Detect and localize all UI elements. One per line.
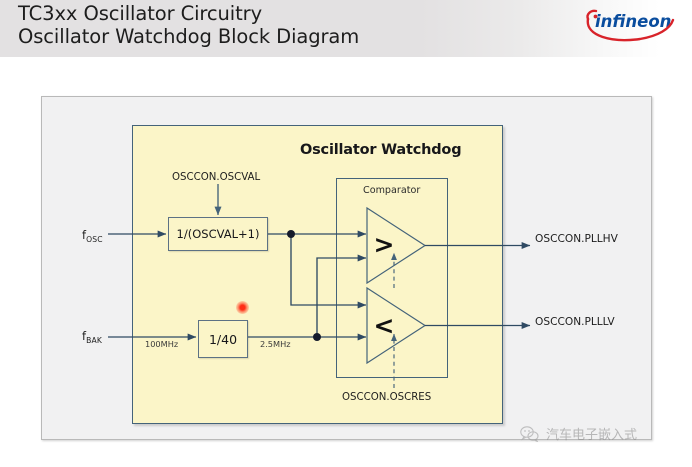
label-osccon-oscval: OSCCON.OSCVAL <box>172 172 261 183</box>
page-header: TC3xx Oscillator Circuitry Oscillator Wa… <box>0 0 692 57</box>
label-freq-divided: 2.5MHz <box>260 339 291 349</box>
wechat-icon <box>520 425 539 442</box>
label-fbak: fBAK <box>82 329 103 345</box>
fbak-base: f <box>82 329 87 343</box>
watermark: 汽车电子嵌入式 <box>520 424 637 443</box>
title-line-2: Oscillator Watchdog Block Diagram <box>18 25 360 48</box>
label-fosc: fOSC <box>82 228 103 244</box>
block-divider-oscval: 1/(OSCVAL+1) <box>168 217 268 251</box>
fbak-subscript: BAK <box>86 335 103 345</box>
fosc-subscript: OSC <box>86 234 103 244</box>
watchdog-title: Oscillator Watchdog <box>300 142 462 158</box>
infineon-logo: infineon <box>586 9 675 42</box>
label-osccon-oscres: OSCCON.OSCRES <box>342 392 432 403</box>
label-osccon-pllhv: OSCCON.PLLHV <box>535 233 618 245</box>
cursor-highlight-dot <box>236 301 249 314</box>
label-osccon-plllv: OSCCON.PLLLV <box>535 316 615 328</box>
label-freq-input: 100MHz <box>145 339 179 349</box>
comparator-box <box>336 178 448 378</box>
title-line-1: TC3xx Oscillator Circuitry <box>18 2 263 25</box>
watermark-text: 汽车电子嵌入式 <box>546 428 638 443</box>
svg-text:infineon: infineon <box>595 12 671 31</box>
page-title: TC3xx Oscillator Circuitry Oscillator Wa… <box>18 2 359 48</box>
comparator-label: Comparator <box>363 185 421 196</box>
fosc-base: f <box>82 228 87 242</box>
block-divider-40: 1/40 <box>198 320 248 358</box>
